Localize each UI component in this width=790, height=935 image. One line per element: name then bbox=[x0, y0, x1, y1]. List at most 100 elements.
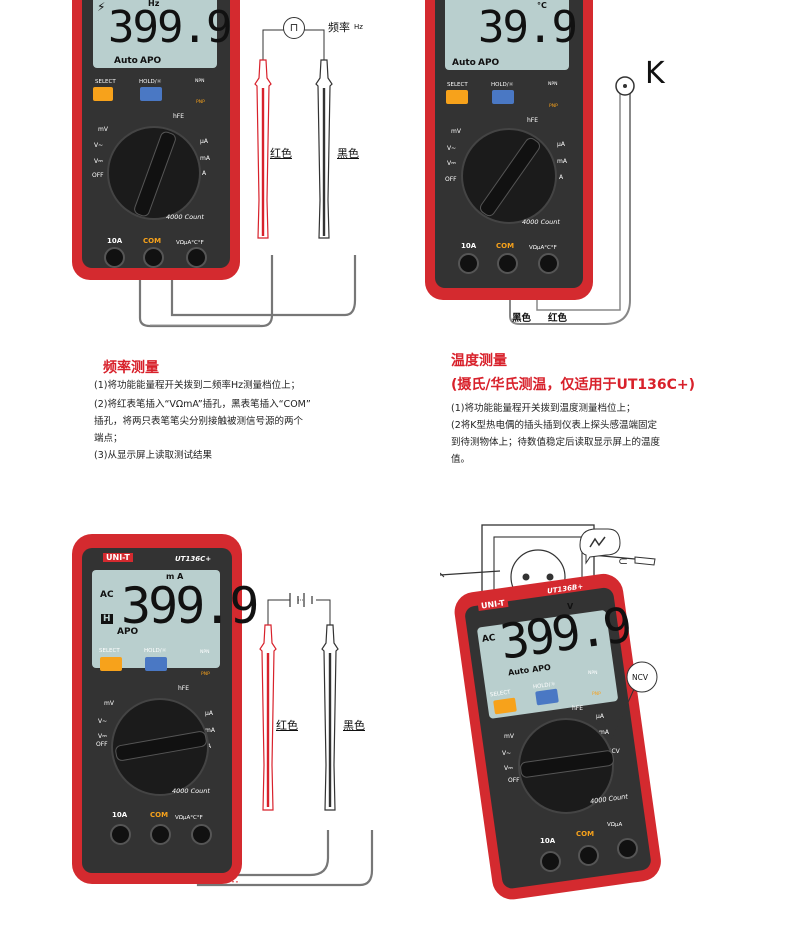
meter-ncv-port-10a-label: 10A bbox=[540, 837, 556, 845]
temp-step-2b: 到待测物体上；待数值稳定后读取显示屏上的温度 bbox=[451, 437, 661, 448]
meter-freq-port-v-label: VΩμA°C°F bbox=[176, 240, 204, 246]
meter-ncv-port-com[interactable] bbox=[578, 845, 599, 866]
meter-temp-lcd-reading: 39.9 bbox=[478, 2, 578, 53]
meter-current-lcd-hold: H bbox=[101, 614, 113, 624]
meter-current-brand: UNI-T bbox=[103, 553, 133, 562]
meter-freq-pnp-label: PNP bbox=[196, 100, 205, 105]
meter-freq-mode-mv: mV bbox=[98, 126, 108, 133]
signal-source-icon: ⊓ bbox=[283, 17, 305, 39]
meter-ncv-port-v[interactable] bbox=[617, 838, 638, 859]
meter-current-mode-ua: μA bbox=[205, 710, 213, 717]
meter-freq-mode-ua: μA bbox=[200, 138, 208, 145]
meter-temp-pnp-label: PNP bbox=[549, 104, 558, 109]
freq-step-1: (1)将功能能量程开关拨到二频率Hz测量档位上； bbox=[94, 380, 301, 391]
meter-current-mode-ma: mA bbox=[205, 727, 215, 734]
meter-current-hold-button[interactable] bbox=[145, 657, 167, 671]
meter-freq-port-10a[interactable] bbox=[104, 247, 125, 268]
meter-temp-lcd-unit: °C bbox=[537, 1, 547, 10]
freq-step-2c: 端点； bbox=[94, 433, 123, 444]
meter-current-port-com[interactable] bbox=[150, 824, 171, 845]
meter-temp-mode-a: A bbox=[559, 174, 564, 181]
meter-current-hold-label: HOLD/☼ bbox=[144, 648, 167, 654]
freq-step-2: (2)将红表笔插入“VΩmA”插孔，黑表笔插入“COM” bbox=[94, 399, 311, 410]
meter-temp-mode-vdc: V⎓ bbox=[447, 160, 456, 167]
meter-temp-hold-label: HOLD/☼ bbox=[491, 82, 514, 88]
ncv-callout-label: NCV bbox=[632, 673, 648, 682]
meter-current-lcd-reading: 399.9 bbox=[121, 577, 260, 635]
meter-freq-port-com-label: COM bbox=[143, 237, 162, 245]
meter-freq-lcd-apo: APO bbox=[140, 56, 162, 66]
meter-freq-mode-a: A bbox=[202, 170, 207, 177]
meter-temp-npn-label: NPN bbox=[548, 82, 558, 87]
meter-temp-port-com-label: COM bbox=[496, 242, 515, 250]
meter-current-hfe-label: hFE bbox=[178, 685, 190, 692]
meter-temp-select-label: SELECT bbox=[447, 82, 468, 88]
meter-temp-rotary-dial[interactable] bbox=[461, 128, 557, 224]
freq-probes-illustration bbox=[254, 29, 333, 239]
meter-current-port-10a-label: 10A bbox=[112, 811, 128, 819]
meter-current-mode-a: A bbox=[207, 743, 212, 750]
freq-step-2b: 插孔，将两只表笔笔尖分别接触被测信号源的两个 bbox=[94, 416, 304, 427]
meter-freq-select-label: SELECT bbox=[95, 79, 116, 85]
k-probe-label: K bbox=[645, 56, 665, 91]
meter-ncv-lcd-ac: AC bbox=[481, 633, 497, 645]
meter-ncv-mode-vac: V~ bbox=[502, 750, 512, 757]
meter-temp-hfe-label: hFE bbox=[527, 117, 539, 124]
meter-ncv-mode-off: OFF bbox=[508, 777, 520, 784]
temp-section-subtitle: (摄氏/华氏测温，仅适用于UT136C+) bbox=[451, 377, 696, 393]
meter-current-lcd-apo: APO bbox=[117, 627, 139, 637]
meter-ncv-mode-vdc: V⎓ bbox=[504, 765, 513, 772]
meter-temp-select-button[interactable] bbox=[446, 90, 468, 104]
meter-freq-lcd-auto: Auto bbox=[114, 56, 138, 66]
meter-freq-select-button[interactable] bbox=[93, 87, 113, 101]
temp-step-2c: 值。 bbox=[451, 454, 471, 465]
meter-freq-mode-vac: V~ bbox=[94, 142, 104, 149]
meter-temp-port-com[interactable] bbox=[497, 253, 518, 274]
meter-ncv-port-com-label: COM bbox=[576, 830, 595, 838]
meter-freq-rotary-dial[interactable] bbox=[107, 126, 201, 220]
meter-freq-port-v[interactable] bbox=[186, 247, 207, 268]
meter-ncv-mode-ua: μA bbox=[596, 713, 604, 720]
meter-temp-port-10a[interactable] bbox=[458, 253, 479, 274]
temp-step-2: (2将K型热电偶的插头插到仪表上探头感温端固定 bbox=[451, 420, 657, 431]
meter-current-model: UT136C+ bbox=[175, 555, 212, 563]
temp-step-1: (1)将功能能量程开关拨到温度测量档位上； bbox=[451, 403, 636, 414]
meter-freq-port-com[interactable] bbox=[143, 247, 164, 268]
meter-temp-port-v-label: VΩμA°C°F bbox=[529, 245, 557, 251]
meter-temp-mode-vac: V~ bbox=[447, 145, 457, 152]
temp-section-title: 温度测量 bbox=[451, 353, 507, 369]
meter-current-pnp-label: PNP bbox=[201, 672, 210, 677]
temp-red-lead-label: 红色 bbox=[548, 313, 568, 324]
meter-current-port-10a[interactable] bbox=[110, 824, 131, 845]
meter-current-lcd-ac: AC bbox=[100, 590, 114, 600]
freq-signal-unit: Hz bbox=[354, 23, 363, 31]
meter-ncv-npn-label: NPN bbox=[588, 671, 598, 676]
meter-temp-lcd-apo: APO bbox=[478, 58, 500, 68]
meter-freq-mode-off: OFF bbox=[92, 172, 104, 179]
meter-temp-port-10a-label: 10A bbox=[461, 242, 477, 250]
meter-temp-port-v[interactable] bbox=[538, 253, 559, 274]
meter-freq-mode-ma: mA bbox=[200, 155, 210, 162]
meter-current-npn-label: NPN bbox=[200, 650, 210, 655]
freq-section-title: 频率测量 bbox=[103, 360, 159, 376]
freq-step-3: (3)从显示屏上读取测试结果 bbox=[94, 450, 212, 461]
meter-temp-hold-button[interactable] bbox=[492, 90, 514, 104]
meter-freq-hold-button[interactable] bbox=[140, 87, 162, 101]
meter-current-select-button[interactable] bbox=[100, 657, 122, 671]
meter-temp-lcd-auto: Auto bbox=[452, 58, 476, 68]
meter-current-port-v[interactable] bbox=[191, 824, 212, 845]
meter-current-mode-vac: V~ bbox=[98, 718, 108, 725]
meter-current-rotary-dial[interactable] bbox=[111, 698, 209, 796]
current-red-lead-label: 红色 bbox=[276, 719, 298, 732]
meter-current-port-v-label: VΩμA°C°F bbox=[175, 815, 203, 821]
meter-ncv-port-10a[interactable] bbox=[540, 851, 561, 872]
meter-current-select-label: SELECT bbox=[99, 648, 120, 654]
freq-black-lead-label: 黑色 bbox=[337, 147, 359, 160]
current-black-lead-label: 黑色 bbox=[343, 719, 365, 732]
meter-freq-npn-label: NPN bbox=[195, 79, 205, 84]
meter-ncv-rotary-dial[interactable] bbox=[518, 718, 615, 814]
meter-freq-hfe-label: hFE bbox=[173, 113, 185, 120]
meter-freq-hold-label: HOLD/☼ bbox=[139, 79, 162, 85]
meter-freq-lcd-reading: 399.9 bbox=[108, 2, 232, 53]
meter-freq-mode-vdc: V⎓ bbox=[94, 158, 103, 165]
